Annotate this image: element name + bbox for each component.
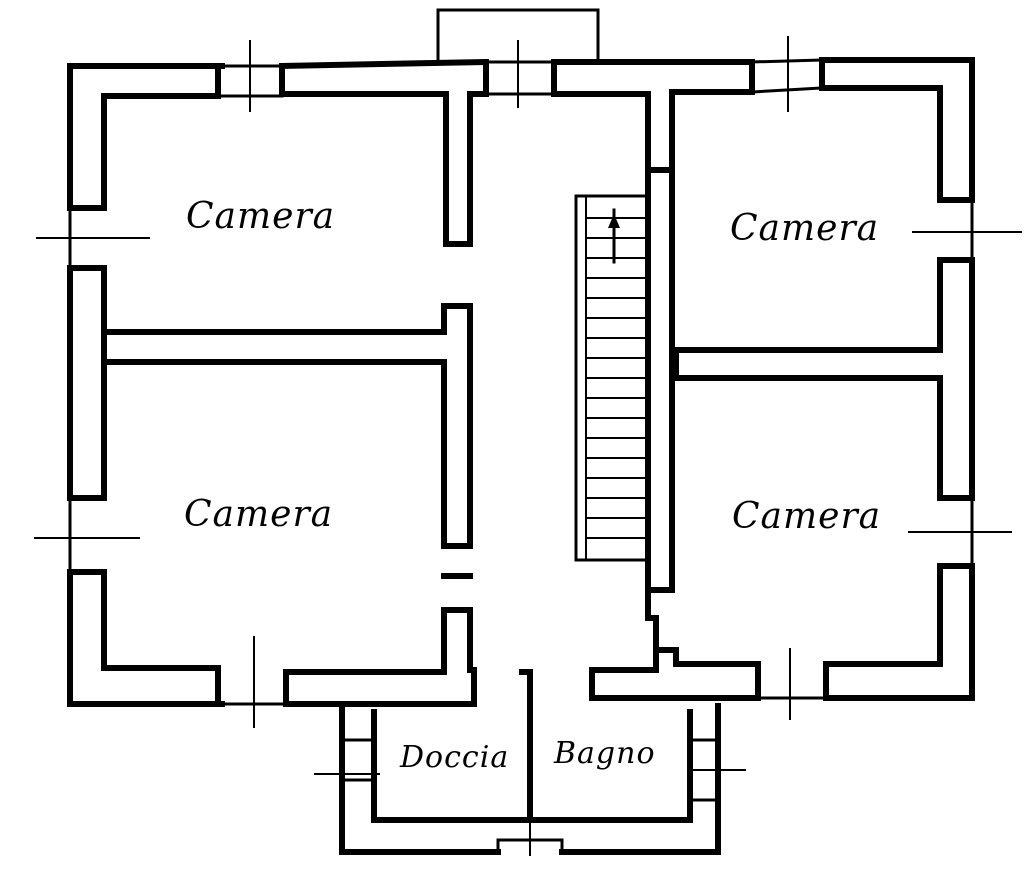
bathroom-annex: [339, 669, 721, 855]
chimney: [436, 8, 600, 64]
window-openings: [68, 58, 974, 706]
room-label-camera-bottom-right: Camera: [732, 496, 882, 537]
room-label-camera-top-left: Camera: [186, 196, 336, 237]
interior-walls: [101, 117, 943, 653]
room-label-camera-bottom-left: Camera: [184, 494, 334, 535]
staircase: [574, 194, 650, 562]
room-label-camera-top-right: Camera: [730, 208, 880, 249]
room-label-doccia: Doccia: [400, 740, 510, 775]
room-label-bagno: Bagno: [554, 736, 656, 771]
outer-walls: [67, 57, 975, 707]
window-marks: [34, 36, 1022, 856]
